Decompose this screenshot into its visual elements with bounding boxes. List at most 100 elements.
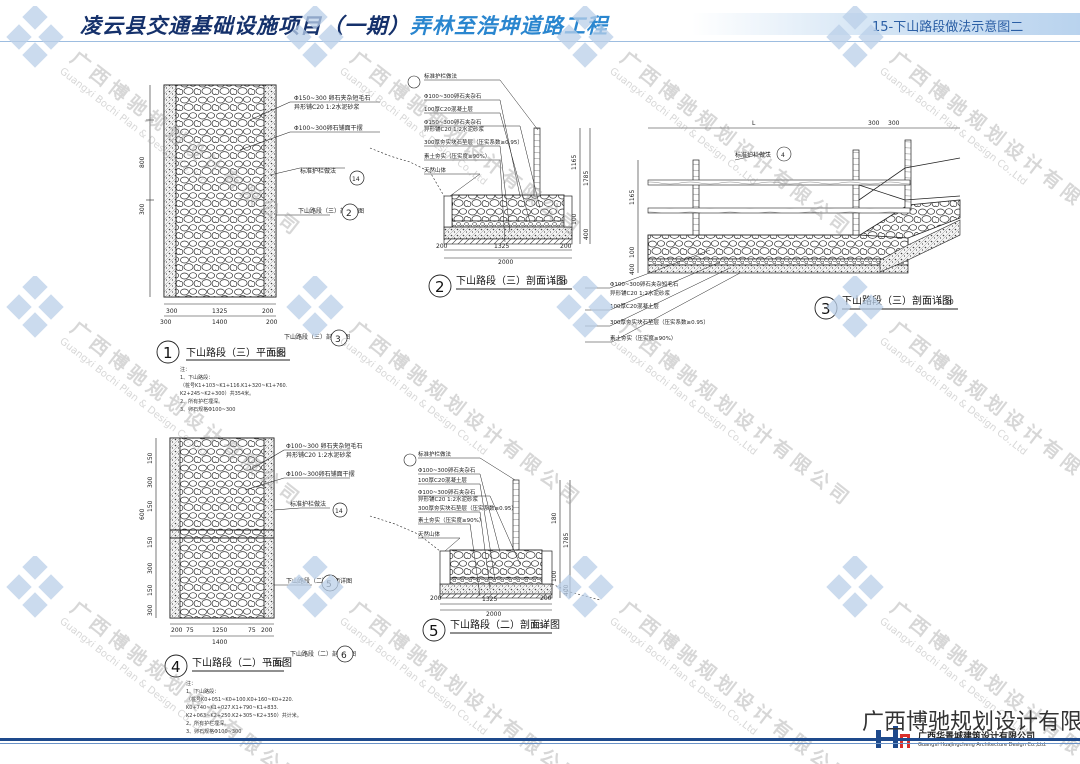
d3-vdim-1: 1165 [629,190,636,205]
d3-label-6: 素土夯实（压实度≥90%） [610,334,676,342]
d3-label-3: 异形铺C20 1:2水泥砂浆 [610,289,670,297]
d4-label-1: Φ100~300 卵石夹杂短毛石 [286,442,363,450]
d1-callout-2-text: 2 [346,209,352,219]
d5-number: 5 [429,622,439,640]
d5-label-5: 异形铺C20 1:2水泥砂浆 [418,495,478,503]
d5-label-7: 素土夯实（压实度≥90%） [418,516,484,524]
d3-vdim-2: 100 [629,246,636,258]
d1-note-1: 1、下山路段： [180,375,214,381]
d5-label-4: Φ100~300卵石夹杂石 [418,488,476,496]
d4-title: 下山路段（二）平面图 [192,656,292,669]
d1-dim-total: 1400 [212,319,227,326]
d2-vdim-3: 100 [571,213,578,225]
d2-label-5: 异形铺C20 1:2水泥砂浆 [424,125,484,133]
d4-vdim-7: 150 [147,584,154,596]
d1-callout-2 [341,203,359,221]
d2-scale: 1:30 [552,278,568,286]
d4-vdim-6: 300 [147,562,154,574]
d4-label-4: 标准护栏做法 [290,500,326,508]
d1-dim-b: 200 [266,319,278,326]
d4-note-3: K0+740~K1+027.K1+790~K1+833. [186,705,279,711]
d1-callout-3 [330,329,348,347]
d3-label-4: 100厚C20混凝土层 [610,302,659,310]
d5-vdim-1: 180 [551,512,558,524]
d1-note-2: （桩号K1+103~K1+116.K1+320~K1+760. [180,383,288,389]
d3-vdim-3: 400 [629,263,636,275]
d4-stone-field [169,437,275,619]
d1-vdim-2: 800 [139,156,146,168]
d5-label-1: 标准护栏做法 [418,450,452,458]
d2-dim-right: 200 [560,243,572,250]
d4-label-6: 下山路段（二）剖面详图 [290,650,356,658]
d1-callout-14 [349,170,365,186]
drawing-3-section: L 300 300 1165 100 400 标准护栏做法 4 Φ100~300… [585,120,961,343]
d4-dim-2: 75 [186,627,194,634]
d1-dim-a: 300 [160,319,172,326]
d5-number-circle [422,618,446,642]
d4-vdim-5: 150 [147,536,154,548]
d1-right-edge [263,84,277,298]
d5-dim-left: 200 [430,595,442,602]
d1-note-5: 3、卵石规格Φ100~300 [180,407,236,413]
d1-label-1: Φ150~300 卵石夹杂短毛石 [294,94,371,102]
d1-label-3: Φ100~300卵石铺面干摆 [294,124,363,132]
d5-concrete-layer [449,577,543,585]
d4-vdim-3: 150 [147,500,154,512]
drawing-2-section: 1165 1785 100 400 200 1325 200 2000 标准护栏… [369,72,591,298]
d5-label-8: 天然山体 [418,530,441,538]
d4-callout-6-text: 6 [341,651,347,661]
d5-label-6: 300厚夯实块石垫层（压实系数≥0.95） [418,504,517,512]
d1-number-circle [156,340,180,364]
d2-railing-post [533,127,541,197]
d2-label-1: 标准护栏做法 [424,72,458,80]
d5-callout [403,453,417,467]
d2-label-7: 素土夯实（压实度≥90%） [424,152,490,160]
d4-dim-4: 75 [248,627,256,634]
d1-label-2: 异形铺C20 1:2水泥砂浆 [294,103,359,111]
title-part-1: 凌云县交通基础设施项目（一期） [80,13,410,38]
footer-org-en: Guangxi Huajingcheng Architecture Design… [918,742,1047,748]
d4-note-5: 2、所有护栏埋深。 [186,721,230,727]
d5-scale: 1:30 [532,622,548,630]
d5-vdim-4: 400 [563,584,570,596]
d1-title: 下山路段（三）平面图 [186,346,286,359]
sheet-code: 15-下山路段做法示意图二 [872,20,1024,35]
d2-vdim-2: 1785 [583,171,590,186]
page-title: 凌云县交通基础设施项目（一期）弄林至浩坤道路工程 [80,10,608,40]
d1-label-5: 下山路段（三）剖面详图 [298,207,364,215]
d3-label-1: 标准护栏做法 [735,151,771,159]
d3-label-5: 300厚夯实块石垫层（压实系数≥0.95） [610,318,709,326]
d4-vdim-8: 300 [147,604,154,616]
d2-label-3: 100厚C20混凝土层 [424,105,473,113]
d2-concrete-layer [451,220,565,228]
d4-label-3: Φ100~300卵石铺面干摆 [286,470,355,478]
d3-dim-l: L [752,120,756,127]
d2-dim-left: 200 [436,243,448,250]
d2-number-circle [428,274,452,298]
d1-notes: 注： 1、下山路段： （桩号K1+103~K1+116.K1+320~K1+76… [180,366,287,414]
d2-label-2: Φ100~300卵石夹杂石 [424,92,482,100]
d1-vdim-1: 300 [139,203,146,215]
footer-org-cn: 广西华景城建筑设计有限公司 [918,732,1036,742]
d3-post-1 [692,159,700,236]
d4-number: 4 [171,658,181,676]
d4-note-2: （桩号K0+051~K0+100.K0+160~K0+220. [186,697,294,703]
d2-title: 下山路段（三）剖面详图 [456,274,566,287]
d5-dim-right: 200 [540,595,552,602]
d4-label-2: 异形铺C20 1:2水泥砂浆 [286,451,351,459]
d2-base-layer [443,226,573,240]
d4-note-6: 3、卵石规格Φ100~300 [186,729,242,735]
d3-concrete-layer [647,258,909,266]
d4-note-4: K2+063~K2+250.K2+305~K2+350）共计米。 [186,713,302,719]
d2-number: 2 [435,278,445,296]
d4-scale: 1:30 [268,660,284,668]
d2-vdim-4: 400 [583,228,590,240]
d2-callout [407,75,421,89]
d5-base-layer [439,583,553,595]
d4-dim-3: 1250 [212,627,227,634]
header-band [692,13,1080,35]
d3-scale: 1:30 [938,298,954,306]
footer-company: 广西博驰规划设计有限公司 [862,710,1080,735]
d3-callout [776,146,792,162]
